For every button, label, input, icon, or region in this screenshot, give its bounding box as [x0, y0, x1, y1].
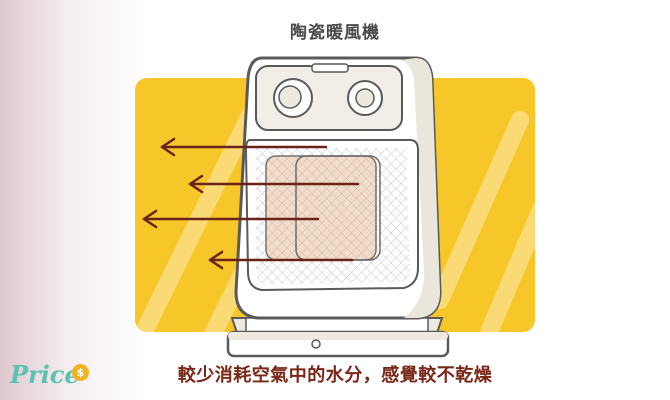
price-logo-badge: $	[72, 364, 89, 381]
illustration-title: 陶瓷暖風機	[0, 18, 670, 43]
heater-base	[228, 318, 448, 356]
heating-element	[266, 156, 376, 260]
illustration-caption: 較少消耗空氣中的水分，感覺較不乾燥	[0, 361, 670, 387]
heater-body	[236, 58, 440, 318]
price-logo: Price	[10, 360, 80, 389]
